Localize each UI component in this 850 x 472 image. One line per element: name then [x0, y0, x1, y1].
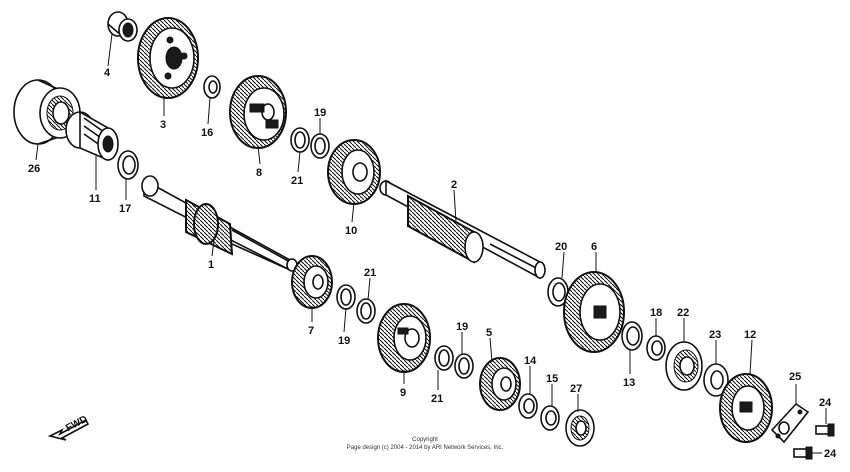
label-part-2: 2 — [451, 179, 457, 191]
part-21-circlip-lower[interactable] — [434, 345, 454, 371]
part-19-washer-middle[interactable] — [336, 284, 356, 310]
part-16-washer[interactable] — [203, 75, 221, 99]
label-part-10: 10 — [345, 225, 357, 237]
label-part-21-lower: 21 — [431, 393, 443, 405]
label-part-20: 20 — [555, 241, 567, 253]
part-3-gear[interactable] — [137, 17, 199, 99]
label-part-18: 18 — [650, 307, 662, 319]
label-part-6: 6 — [591, 241, 597, 253]
fwd-direction-indicator: FWD — [47, 414, 90, 441]
label-part-8: 8 — [256, 167, 262, 179]
part-2-countershaft[interactable] — [379, 179, 546, 280]
label-part-9: 9 — [400, 387, 406, 399]
part-14-washer[interactable] — [518, 393, 538, 419]
part-4-bushing[interactable] — [107, 11, 138, 42]
copyright-title: Copyright — [412, 437, 438, 443]
label-part-12: 12 — [744, 329, 756, 341]
part-6-gear[interactable] — [563, 271, 625, 353]
part-27-bearing[interactable] — [565, 409, 595, 447]
leader-lines — [35, 33, 827, 454]
part-7-gear[interactable] — [291, 255, 333, 309]
label-part-24-upper: 24 — [819, 397, 832, 409]
label-part-1: 1 — [208, 259, 214, 271]
part-15-washer[interactable] — [540, 405, 560, 431]
part-12-sprocket[interactable] — [719, 373, 773, 443]
part-21-circlip-middle[interactable] — [356, 298, 376, 324]
label-part-4: 4 — [104, 67, 111, 79]
part-8-gear[interactable] — [229, 75, 287, 149]
label-part-7: 7 — [308, 325, 314, 337]
part-22-bearing[interactable] — [665, 341, 703, 391]
part-25-plate[interactable] — [770, 402, 810, 444]
part-11-collar[interactable] — [65, 110, 119, 162]
label-part-3: 3 — [160, 119, 166, 131]
label-part-14: 14 — [524, 355, 537, 367]
part-24-bolt-upper[interactable] — [815, 423, 835, 437]
label-part-27: 27 — [570, 383, 582, 395]
label-part-11: 11 — [89, 193, 101, 205]
part-13-washer[interactable] — [621, 321, 643, 351]
fwd-arrow-icon — [47, 418, 90, 441]
part-24-bolt-lower[interactable] — [793, 446, 813, 460]
label-part-19-upper: 19 — [314, 107, 326, 119]
part-17-washer[interactable] — [117, 150, 139, 180]
fwd-label: FWD — [64, 414, 89, 434]
label-part-21-middle: 21 — [364, 267, 376, 279]
part-21-circlip-upper[interactable] — [290, 127, 310, 153]
label-part-19-lower: 19 — [456, 321, 468, 333]
part-19-washer-lower[interactable] — [454, 353, 474, 379]
label-part-22: 22 — [677, 307, 689, 319]
copyright-notice: Page design (c) 2004 - 2014 by ARI Netwo… — [347, 445, 504, 451]
label-part-24-lower: 24 — [824, 448, 837, 460]
part-1-mainshaft[interactable] — [141, 175, 298, 272]
label-part-17: 17 — [119, 203, 131, 215]
part-5-gear[interactable] — [479, 357, 521, 411]
part-10-gear[interactable] — [327, 139, 381, 205]
label-part-26: 26 — [28, 163, 40, 175]
label-part-5: 5 — [486, 327, 492, 339]
label-part-19-middle: 19 — [338, 335, 350, 347]
part-20-washer[interactable] — [547, 277, 569, 307]
label-part-16: 16 — [201, 127, 213, 139]
label-part-23: 23 — [709, 329, 721, 341]
part-19-washer-upper[interactable] — [310, 133, 330, 159]
part-18-washer[interactable] — [646, 335, 666, 361]
part-9-gear[interactable] — [377, 303, 431, 373]
label-part-25: 25 — [789, 371, 801, 383]
label-part-15: 15 — [546, 373, 558, 385]
part-26-bearing[interactable] — [13, 79, 81, 145]
label-part-13: 13 — [623, 377, 635, 389]
label-part-21-upper: 21 — [291, 175, 303, 187]
